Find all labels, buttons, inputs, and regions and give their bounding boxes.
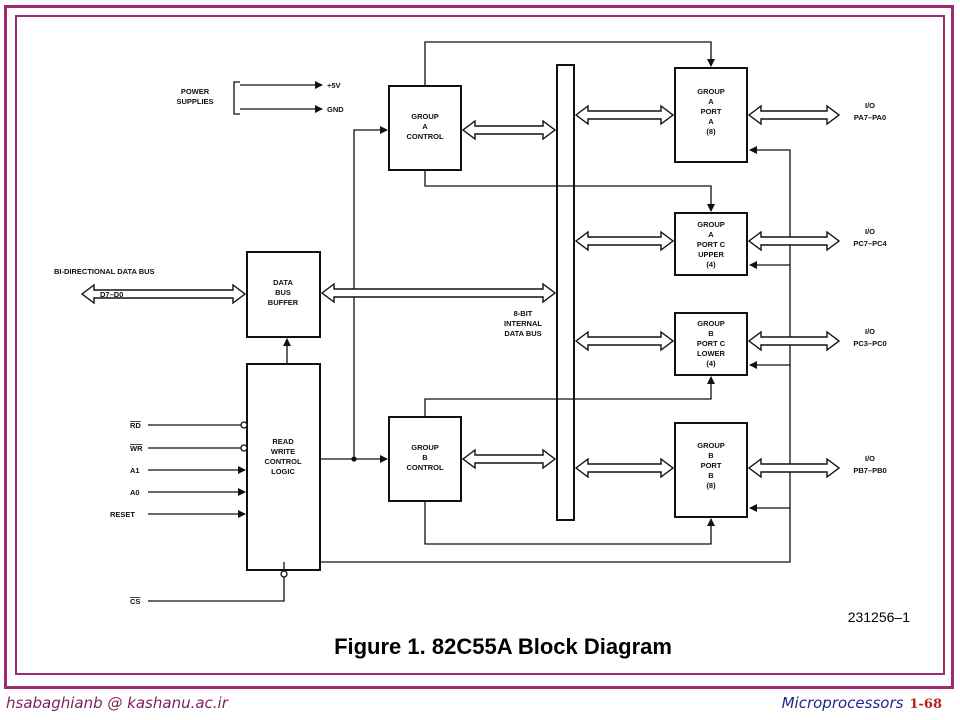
power-label-2: SUPPLIES [176, 97, 213, 106]
external-bus-arrow [80, 283, 247, 305]
pcl-text-5: (4) [706, 359, 716, 368]
port-b-text-4: B [708, 471, 714, 480]
buffer-to-internal-bus-arrow [320, 282, 557, 304]
rw-text-3: CONTROL [264, 457, 301, 466]
vcc-label: +5V [327, 81, 341, 90]
bus-to-pcl-arrow [574, 330, 675, 352]
bus-to-pcu-arrow [574, 230, 675, 252]
port-b-io-arrow [747, 457, 841, 479]
block-diagram: POWER SUPPLIES +5V GND BI-DIRECTIONAL DA… [54, 41, 911, 659]
gb-ctrl-text-2: B [422, 453, 428, 462]
external-bus-label: BI-DIRECTIONAL DATA BUS [54, 267, 155, 276]
port-b-text-5: (8) [706, 481, 716, 490]
io-label-pa: I/O [865, 101, 875, 110]
rw-text-4: LOGIC [271, 467, 295, 476]
cs-line [148, 577, 285, 602]
rd-label: RD [130, 421, 141, 430]
rw-text-2: WRITE [271, 447, 295, 456]
pcl-text-4: LOWER [697, 349, 725, 358]
bus-to-group-b-control-arrow [461, 448, 557, 470]
pcu-text-3: PORT C [697, 240, 726, 249]
pcl-text-1: GROUP [697, 319, 725, 328]
to-group-a-control [353, 126, 388, 459]
data-bus-buffer-block [246, 251, 321, 338]
feedback-to-port-a [320, 146, 791, 563]
pcu-text-4: UPPER [698, 250, 724, 259]
port-a-text-2: A [708, 97, 714, 106]
slide-frame-inner [15, 15, 945, 675]
io-pa: PA7–PA0 [854, 113, 886, 122]
pcu-text-2: A [708, 230, 714, 239]
reset-label: RESET [110, 510, 135, 519]
port-a-io-arrow [747, 104, 841, 126]
group-b-port-b-block [674, 422, 748, 518]
io-label-pb: I/O [865, 454, 875, 463]
group-a-port-a-block [674, 67, 748, 163]
io-pcu: PC7–PC4 [853, 239, 887, 248]
io-pcl: PC3–PC0 [853, 339, 886, 348]
footer-page-number: 1-68 [909, 697, 942, 712]
a1-label: A1 [130, 466, 140, 475]
io-label-pcu: I/O [865, 227, 875, 236]
ga-ctrl-text-3: CONTROL [406, 132, 443, 141]
port-a-text-5: (8) [706, 127, 716, 136]
footer-course: Microprocessors [781, 694, 904, 712]
slide-frame-outer [4, 5, 954, 689]
footer-email: hsabaghianb @ kashanu.ac.ir [6, 694, 228, 712]
internal-bus-label-2: INTERNAL [504, 319, 542, 328]
ga-ctrl-text-2: A [422, 122, 428, 131]
wr-label: WR [130, 444, 143, 453]
ga-ctrl-text-1: GROUP [411, 112, 439, 121]
figure-number: 231256–1 [848, 609, 911, 625]
pcu-io-arrow [747, 230, 841, 252]
pcl-io-arrow [747, 330, 841, 352]
port-a-text-4: A [708, 117, 714, 126]
figure-caption: Figure 1. 82C55A Block Diagram [334, 634, 672, 659]
external-bus-pins: D7–D0 [100, 290, 123, 299]
gb-ctrl-to-pcl [424, 376, 715, 417]
port-b-text-1: GROUP [697, 441, 725, 450]
gb-ctrl-text-3: CONTROL [406, 463, 443, 472]
port-b-text-2: B [708, 451, 714, 460]
footer-course-block: Microprocessors 1-68 [782, 694, 942, 712]
port-b-text-3: PORT [701, 461, 722, 470]
bus-to-port-b-arrow [574, 457, 675, 479]
pcu-text-5: (4) [706, 260, 716, 269]
buffer-text-2: BUS [275, 288, 291, 297]
io-label-pcl: I/O [865, 327, 875, 336]
ga-ctrl-to-port-a [424, 41, 715, 86]
gb-ctrl-text-1: GROUP [411, 443, 439, 452]
internal-data-bus [556, 64, 575, 521]
bus-to-group-a-control-arrow [461, 119, 557, 141]
gb-ctrl-to-port-b [424, 501, 715, 545]
io-pb: PB7–PB0 [853, 466, 886, 475]
pcu-text-1: GROUP [697, 220, 725, 229]
pcl-text-2: B [708, 329, 714, 338]
bus-to-port-a-arrow [574, 104, 675, 126]
port-a-text-3: PORT [701, 107, 722, 116]
ga-ctrl-to-pcu [424, 170, 715, 212]
group-b-port-c-lower-block [674, 312, 748, 376]
gnd-label: GND [327, 105, 344, 114]
internal-bus-label-1: 8-BIT [514, 309, 533, 318]
cs-label: CS [130, 597, 140, 606]
rw-text-1: READ [272, 437, 294, 446]
power-bracket [233, 81, 240, 115]
power-label-1: POWER [181, 87, 210, 96]
internal-bus-label-3: DATA BUS [504, 329, 541, 338]
pcl-text-3: PORT C [697, 339, 726, 348]
a0-label: A0 [130, 488, 140, 497]
buffer-text-1: DATA [273, 278, 293, 287]
group-a-port-c-upper-block [674, 212, 748, 276]
port-a-text-1: GROUP [697, 87, 725, 96]
buffer-text-3: BUFFER [268, 298, 299, 307]
